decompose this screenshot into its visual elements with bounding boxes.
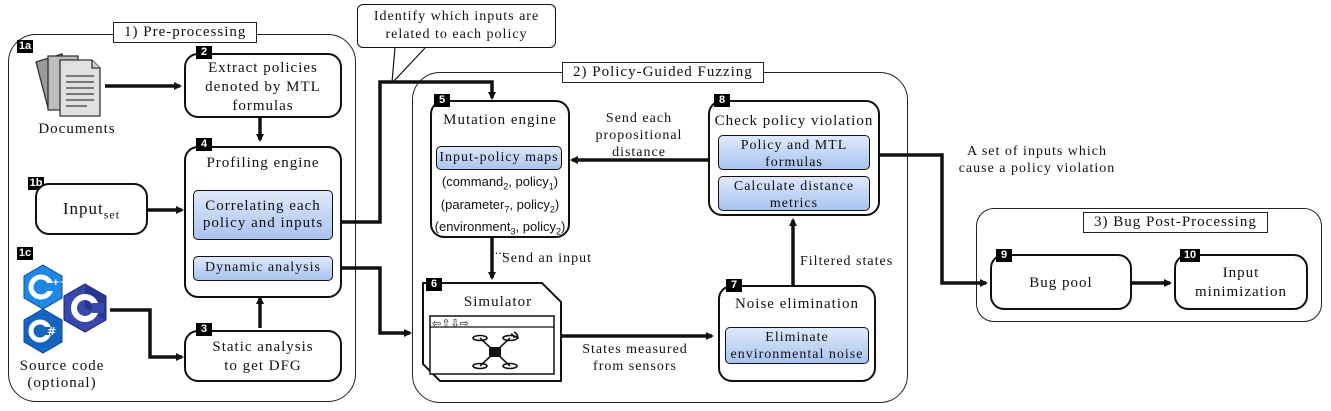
mutation-pairs: (command2, policy1) (parameter7, policy2…	[430, 173, 570, 258]
simulator-box	[422, 282, 562, 382]
tag-7: 7	[726, 279, 742, 292]
svg-text:++: ++	[52, 278, 64, 288]
check-title: Check policy violation	[714, 113, 874, 129]
pair-2-policy-sub: 2	[549, 204, 555, 215]
csharp-logo-icon: #	[22, 308, 64, 354]
tag-4: 4	[196, 138, 212, 151]
tag-1c: 1c	[17, 247, 33, 260]
source-code-label: Source code (optional)	[12, 358, 112, 392]
input-set-sub: set	[103, 207, 121, 222]
policy-mtl-box: Policy and MTL formulas	[718, 135, 870, 170]
policy-mtl-line2: formulas	[765, 155, 823, 170]
pair-1: (command2, policy1)	[441, 174, 559, 192]
pair-1-input-sub: 2	[503, 181, 509, 192]
states-line1: States measured	[582, 342, 688, 357]
preprocessing-title: 1) Pre-processing	[113, 22, 258, 43]
static-line2: to get DFG	[224, 358, 302, 374]
tag-3: 3	[196, 323, 212, 336]
send-distance-line3: distance	[612, 145, 666, 160]
eliminate-noise-box: Eliminate environmental noise	[725, 327, 869, 364]
send-distance-line1: Send each	[605, 111, 673, 126]
pair-3-policy-sub: 2	[556, 226, 562, 237]
simulator-arrow-keys: ⇦⇧⇩⇨	[432, 317, 469, 330]
minimization-line1: Input	[1222, 265, 1260, 281]
send-distance-line2: propositional	[595, 128, 683, 143]
tag-8: 8	[714, 94, 730, 107]
pair-2-policy: policy	[516, 196, 550, 212]
correlating-box: Correlating each policy and inputs	[193, 190, 333, 240]
send-input-label: Send an input	[502, 251, 592, 266]
tag-6: 6	[426, 278, 442, 291]
send-distance-label: Send each propositional distance	[584, 110, 694, 161]
extract-policies-box: Extract policies denoted by MTL formulas	[184, 53, 342, 118]
pair-2-input: parameter	[445, 196, 505, 212]
fuzzing-title: 2) Policy-Guided Fuzzing	[562, 62, 764, 83]
filtered-states-label: Filtered states	[800, 254, 894, 269]
violation-line1: A set of inputs which	[967, 144, 1107, 159]
dynamic-analysis-box: Dynamic analysis	[193, 256, 333, 281]
drone-icon	[470, 330, 520, 374]
pairs-ellipsis: ...	[494, 241, 506, 257]
pair-1-policy: policy	[515, 174, 549, 189]
extract-line1: Extract policies	[208, 60, 318, 76]
violation-note: A set of inputs which cause a policy vio…	[942, 143, 1132, 177]
tag-5: 5	[434, 94, 450, 107]
pair-2-input-sub: 7	[504, 204, 510, 215]
static-line1: Static analysis	[212, 339, 314, 355]
bug-pool-box: Bug pool	[990, 254, 1132, 310]
documents-label: Documents	[38, 121, 116, 137]
tag-9: 9	[996, 249, 1012, 262]
calc-line1: Calculate distance	[733, 179, 855, 194]
svg-text:#: #	[47, 325, 56, 338]
identify-line1: Identify which inputs are	[373, 9, 540, 24]
simulator-title: Simulator	[463, 294, 533, 310]
input-policy-maps-box: Input-policy maps	[436, 146, 562, 170]
pair-3: (environment3, policy2)	[434, 219, 566, 237]
pair-3-input: environment	[438, 219, 511, 235]
input-set-base: Input	[62, 199, 104, 218]
c-logo-icon	[62, 283, 108, 333]
identify-line2: related to each policy	[385, 27, 528, 42]
extract-line3: formulas	[232, 98, 294, 114]
static-analysis-box: Static analysis to get DFG	[184, 330, 342, 382]
source-code-line1: Source code	[19, 358, 105, 374]
mutation-title: Mutation engine	[443, 112, 557, 128]
input-minimization-box: Input minimization	[1174, 254, 1308, 310]
states-label: States measured from sensors	[580, 341, 690, 375]
correlating-line1: Correlating each	[205, 198, 321, 214]
source-code-line2: (optional)	[27, 375, 97, 391]
correlating-line2: policy and inputs	[202, 215, 324, 231]
noise-title: Noise elimination	[734, 296, 860, 312]
tag-2: 2	[196, 46, 212, 59]
postprocessing-title: 3) Bug Post-Processing	[1083, 212, 1268, 233]
eliminate-line1: Eliminate	[765, 330, 829, 345]
extract-line2: denoted by MTL	[205, 79, 321, 95]
identify-note: Identify which inputs are related to eac…	[357, 4, 556, 48]
violation-line2: cause a policy violation	[958, 161, 1116, 176]
profiling-title: Profiling engine	[206, 155, 320, 171]
minimization-line2: minimization	[1195, 284, 1287, 300]
pair-3-input-sub: 3	[510, 226, 516, 237]
calc-distance-box: Calculate distance metrics	[718, 176, 870, 211]
pair-2: (parameter7, policy2)	[440, 196, 560, 215]
pair-3-policy: policy	[522, 219, 557, 235]
states-line2: from sensors	[593, 359, 677, 374]
tag-10: 10	[1180, 249, 1200, 262]
document-stack-icon	[32, 50, 104, 118]
pair-1-policy-sub: 1	[548, 181, 554, 192]
input-set-box: Inputset	[35, 183, 148, 235]
tag-1a: 1a	[17, 40, 33, 53]
eliminate-line2: environmental noise	[730, 347, 864, 362]
calc-line2: metrics	[769, 196, 819, 211]
cpp-logo-icon: ++	[22, 264, 67, 310]
policy-mtl-line1: Policy and MTL	[740, 138, 848, 153]
pair-1-input: command	[446, 174, 504, 189]
